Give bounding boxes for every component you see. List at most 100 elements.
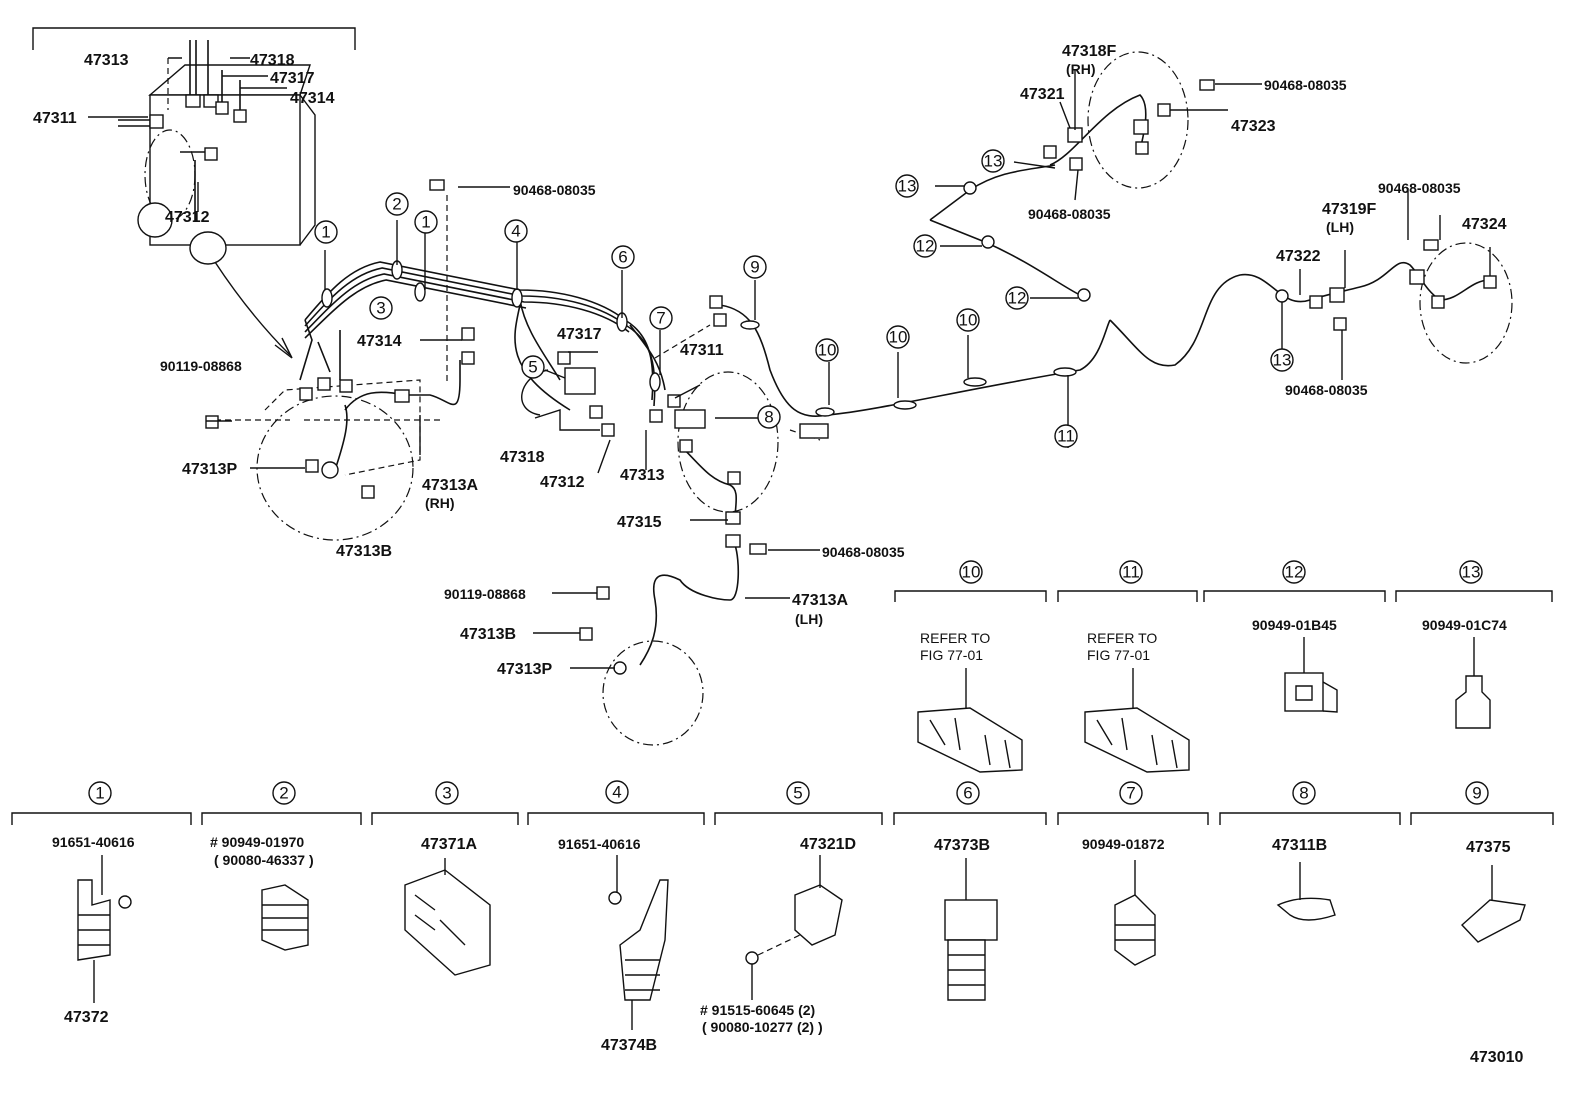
assembly-label-47313: 47313 (84, 52, 129, 69)
label-47323: 47323 (1231, 118, 1276, 135)
label-47318f: 47318F (1062, 43, 1116, 60)
svg-text:12: 12 (916, 237, 935, 256)
callout-5: 5 (521, 355, 545, 379)
callout-13c: 13 (1270, 348, 1294, 372)
legend-callout-13: 13 (1459, 560, 1483, 584)
label-90468-08035-f: 90468-08035 (1285, 382, 1368, 398)
label-90468-08035-c: 90468-08035 (1264, 77, 1347, 93)
legend-8-part: 47311B (1272, 837, 1327, 854)
assembly-label-47314: 47314 (290, 90, 335, 107)
legend-6-part: 47373B (934, 837, 990, 854)
svg-text:11: 11 (1057, 427, 1075, 446)
label-47324: 47324 (1462, 216, 1507, 233)
legend-callout-12: 12 (1282, 560, 1306, 584)
legend-callout-3: 3 (435, 781, 459, 805)
label-90468-08035-b: 90468-08035 (822, 544, 905, 560)
label-47317: 47317 (557, 326, 602, 343)
svg-text:4: 4 (612, 783, 621, 802)
svg-text:13: 13 (984, 152, 1003, 171)
legend-callout-6: 6 (956, 781, 980, 805)
label-47313p-b: 47313P (497, 661, 552, 678)
label-90468-08035-e: 90468-08035 (1378, 180, 1461, 196)
assembly-label-47312: 47312 (165, 209, 210, 226)
label-47315: 47315 (617, 514, 662, 531)
svg-text:8: 8 (764, 408, 773, 427)
label-90468-08035-d: 90468-08035 (1028, 206, 1111, 222)
svg-text:3: 3 (376, 299, 385, 318)
legend-5-part: 47321D (800, 836, 856, 853)
legend-10-refer: REFER TO (920, 630, 990, 646)
legend-5-bolt: # 91515-60645 (2) (700, 1002, 815, 1018)
legend-callout-2: 2 (272, 781, 296, 805)
label-47321: 47321 (1020, 86, 1065, 103)
legend-callout-4: 4 (605, 780, 629, 804)
legend-callout-1: 1 (88, 781, 112, 805)
svg-text:6: 6 (618, 248, 627, 267)
label-lh-a: (LH) (795, 611, 823, 627)
callout-2: 2 (385, 192, 409, 216)
svg-text:7: 7 (656, 309, 665, 328)
svg-text:9: 9 (1472, 784, 1481, 803)
svg-text:2: 2 (279, 784, 288, 803)
legend-callout-8: 8 (1292, 781, 1316, 805)
callout-8: 8 (757, 405, 781, 429)
legend-bottom: 1 2 3 4 5 6 7 8 9 91651-40616 47372 # 90… (11, 780, 1554, 1054)
legend-11-refer: REFER TO (1087, 630, 1157, 646)
legend-4-part: 47374B (601, 1037, 657, 1054)
label-rh-b: (RH) (1066, 61, 1096, 77)
callout-4: 4 (504, 219, 528, 243)
callout-12b: 12 (1005, 286, 1029, 310)
callout-6: 6 (611, 245, 635, 269)
svg-text:9: 9 (750, 258, 759, 277)
label-47313b-b: 47313B (460, 626, 516, 643)
label-rh-a: (RH) (425, 495, 455, 511)
svg-text:13: 13 (1462, 563, 1481, 582)
legend-1-pn: 91651-40616 (52, 834, 135, 850)
svg-text:6: 6 (963, 784, 972, 803)
callout-13a: 13 (895, 174, 919, 198)
legend-callout-10: 10 (959, 560, 983, 584)
legend-12-pn: 90949-01B45 (1252, 617, 1337, 633)
callout-12a: 12 (913, 234, 937, 258)
callout-7: 7 (649, 306, 673, 330)
legend-2-pn: # 90949-01970 (210, 834, 304, 850)
legend-top: 10 11 12 13 REFER TO FIG 77-01 REFER TO … (894, 560, 1553, 773)
assembly-label-47317: 47317 (270, 70, 315, 87)
svg-text:4: 4 (511, 222, 520, 241)
label-90119-08868-b: 90119-08868 (444, 586, 526, 602)
label-47313a-lh: 47313A (792, 592, 848, 609)
label-47312: 47312 (540, 474, 585, 491)
svg-text:11: 11 (1122, 563, 1140, 582)
label-47313p-a: 47313P (182, 461, 237, 478)
assembly-label-47318: 47318 (250, 52, 295, 69)
legend-9-part: 47375 (1466, 839, 1511, 856)
legend-callout-7: 7 (1119, 781, 1143, 805)
label-90468-08035-a: 90468-08035 (513, 182, 596, 198)
label-47318: 47318 (500, 449, 545, 466)
label-47314: 47314 (357, 333, 402, 350)
callout-1b: 1 (414, 210, 438, 234)
label-47322: 47322 (1276, 248, 1321, 265)
label-47319f: 47319F (1322, 201, 1376, 218)
callout-9: 9 (743, 255, 767, 279)
part-labels: 47314 90119-08868 47313P 47313A (RH) 473… (160, 43, 1523, 1066)
svg-text:12: 12 (1285, 563, 1304, 582)
svg-text:7: 7 (1126, 784, 1135, 803)
callout-10c: 10 (956, 308, 980, 332)
legend-13-pn: 90949-01C74 (1422, 617, 1507, 633)
label-47313: 47313 (620, 467, 665, 484)
callout-10b: 10 (886, 325, 910, 349)
legend-callout-9: 9 (1465, 781, 1489, 805)
legend-1-part: 47372 (64, 1009, 109, 1026)
svg-text:8: 8 (1299, 784, 1308, 803)
assembly-label-47311: 47311 (33, 110, 77, 127)
svg-text:10: 10 (959, 311, 978, 330)
brake-pipes (299, 94, 1491, 666)
svg-text:1: 1 (95, 784, 104, 803)
svg-text:13: 13 (898, 177, 917, 196)
callout-13b: 13 (981, 149, 1005, 173)
svg-text:5: 5 (793, 784, 802, 803)
label-90119-08868-a: 90119-08868 (160, 358, 242, 374)
label-47313b-a: 47313B (336, 543, 392, 560)
